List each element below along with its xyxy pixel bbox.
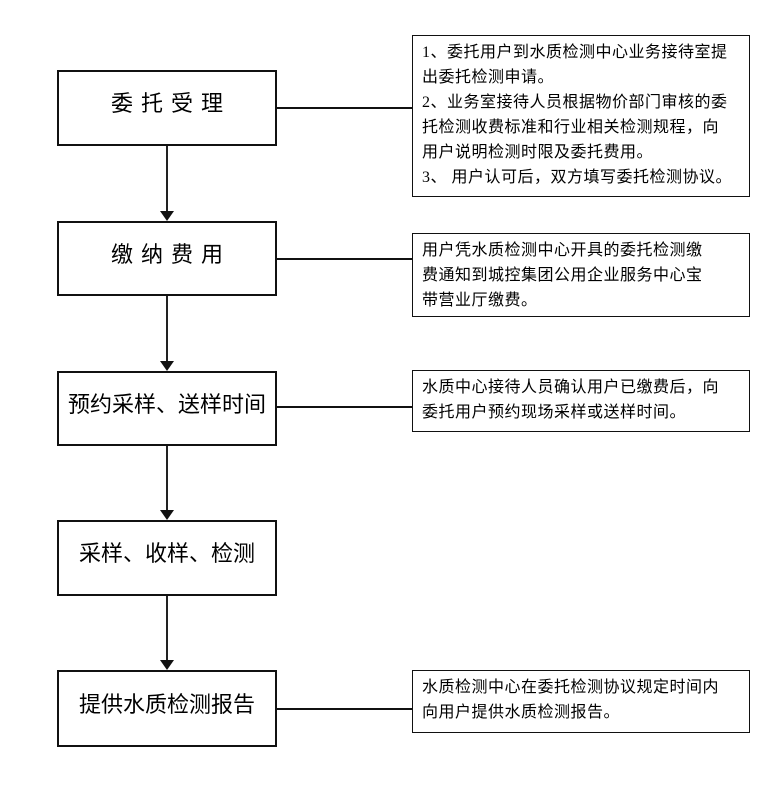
step-label: 缴纳费用 — [110, 241, 231, 267]
arrowhead-down-icon — [160, 361, 174, 371]
step-box-sampling-receiving-testing: 采样、收样、检测 — [57, 520, 277, 596]
arrowhead-down-icon — [160, 510, 174, 520]
note-box-provide-report: 水质检测中心在委托检测协议规定时间内 向用户提供水质检测报告。 — [412, 670, 750, 733]
note-line: 水质检测中心在委托检测协议规定时间内 — [422, 679, 720, 696]
note-line: 用户凭水质检测中心开具的委托检测缴 — [422, 242, 703, 259]
note-line: 带营业厅缴费。 — [422, 292, 538, 309]
arrow-shaft — [166, 446, 168, 514]
note-box-schedule-sampling-time: 水质中心接待人员确认用户已缴费后，向 委托用户预约现场采样或送样时间。 — [412, 370, 750, 432]
arrow-shaft — [166, 296, 168, 365]
step-label: 预约采样、送样时间 — [67, 391, 266, 417]
note-line: 水质中心接待人员确认用户已缴费后，向 — [422, 379, 720, 396]
arrow-shaft — [166, 596, 168, 664]
note-box-commission-acceptance: 1、委托用户到水质检测中心业务接待室提 出委托检测申请。 2、业务室接待人员根据… — [412, 35, 750, 197]
note-line: 2、业务室接待人员根据物价部门审核的委 — [422, 94, 728, 111]
note-connector-line-1 — [277, 107, 412, 109]
note-line: 3、 用户认可后，双方填写委托检测协议。 — [422, 169, 733, 186]
flow-down-arrow-1 — [160, 146, 174, 221]
note-line: 委托用户预约现场采样或送样时间。 — [422, 404, 687, 421]
step-label: 采样、收样、检测 — [78, 541, 255, 566]
arrowhead-down-icon — [160, 211, 174, 221]
step-label: 委托受理 — [110, 91, 231, 116]
note-line: 费通知到城控集团公用企业服务中心宝 — [422, 267, 703, 284]
flow-down-arrow-4 — [160, 596, 174, 670]
note-line: 用户说明检测时限及委托费用。 — [422, 144, 654, 161]
note-line: 向用户提供水质检测报告。 — [422, 704, 621, 721]
note-line: 1、委托用户到水质检测中心业务接待室提 — [422, 44, 728, 61]
flow-down-arrow-3 — [160, 446, 174, 520]
note-connector-line-2 — [277, 258, 412, 260]
step-label: 提供水质检测报告 — [78, 691, 255, 717]
note-box-pay-fees: 用户凭水质检测中心开具的委托检测缴 费通知到城控集团公用企业服务中心宝 带营业厅… — [412, 233, 750, 317]
note-connector-line-3 — [277, 406, 412, 408]
arrow-shaft — [166, 146, 168, 215]
flow-down-arrow-2 — [160, 296, 174, 371]
step-box-pay-fees: 缴纳费用 — [57, 221, 277, 296]
note-line: 出委托检测申请。 — [422, 69, 555, 86]
step-box-schedule-sampling-time: 预约采样、送样时间 — [57, 371, 277, 446]
step-box-commission-acceptance: 委托受理 — [57, 70, 277, 146]
step-box-provide-report: 提供水质检测报告 — [57, 670, 277, 747]
note-line: 托检测收费标准和行业相关检测规程，向 — [422, 119, 720, 136]
note-connector-line-4 — [277, 708, 412, 710]
arrowhead-down-icon — [160, 660, 174, 670]
